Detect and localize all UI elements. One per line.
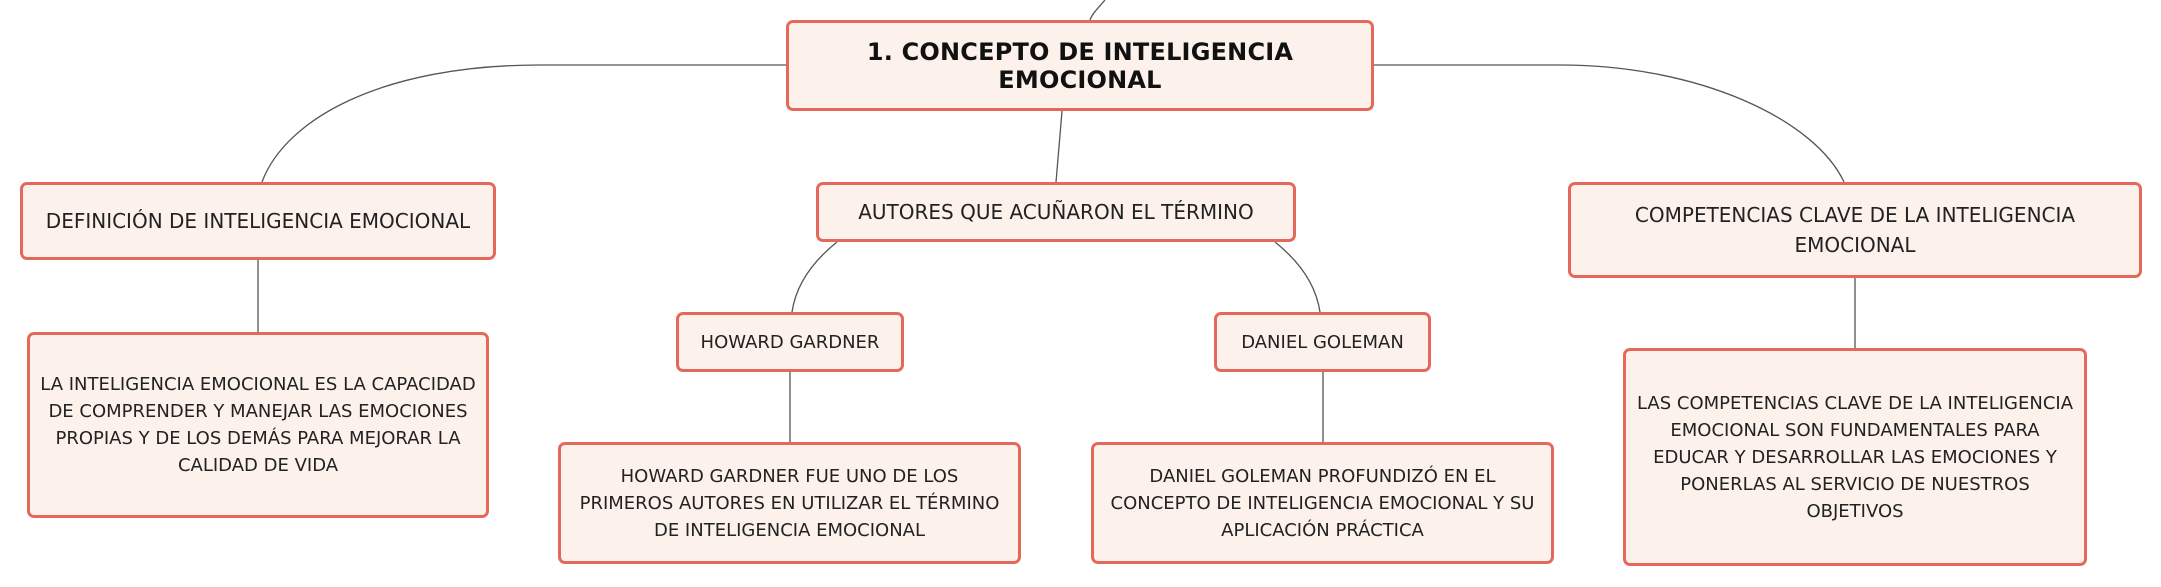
author-node-goleman[interactable]: DANIEL GOLEMAN	[1214, 312, 1431, 372]
branch-node-autores[interactable]: AUTORES QUE ACUÑARON EL TÉRMINO	[816, 182, 1296, 242]
detail-node-goleman[interactable]: DANIEL GOLEMAN PROFUNDIZÓ EN EL CONCEPTO…	[1091, 442, 1554, 564]
connector-root-competencias	[1374, 64, 1845, 183]
branch-label-competencias: COMPETENCIAS CLAVE DE LA INTELIGENCIA EM…	[1634, 203, 2076, 257]
detail-node-definicion[interactable]: LA INTELIGENCIA EMOCIONAL ES LA CAPACIDA…	[27, 332, 489, 518]
detail-node-competencias[interactable]: LAS COMPETENCIAS CLAVE DE LA INTELIGENCI…	[1623, 348, 2087, 566]
detail-text-competencias: LAS COMPETENCIAS CLAVE DE LA INTELIGENCI…	[1636, 392, 2074, 522]
connector-autores-gardner	[791, 241, 838, 313]
branch-node-definicion[interactable]: DEFINICIÓN DE INTELIGENCIA EMOCIONAL	[20, 182, 496, 260]
author-label-goleman: DANIEL GOLEMAN	[1241, 331, 1404, 353]
author-label-gardner: HOWARD GARDNER	[700, 331, 880, 353]
connector-root-definicion	[261, 64, 786, 183]
detail-node-gardner[interactable]: HOWARD GARDNER FUE UNO DE LOS PRIMEROS A…	[558, 442, 1021, 564]
connector-autores-goleman	[1274, 241, 1321, 313]
detail-text-gardner: HOWARD GARDNER FUE UNO DE LOS PRIMEROS A…	[579, 465, 1000, 541]
connector-root-parent	[1089, 0, 1106, 21]
branch-label-definicion: DEFINICIÓN DE INTELIGENCIA EMOCIONAL	[45, 209, 471, 233]
detail-text-definicion: LA INTELIGENCIA EMOCIONAL ES LA CAPACIDA…	[40, 374, 476, 476]
branch-node-competencias[interactable]: COMPETENCIAS CLAVE DE LA INTELIGENCIA EM…	[1568, 182, 2142, 278]
connector-root-autores	[1055, 110, 1063, 183]
detail-text-goleman: DANIEL GOLEMAN PROFUNDIZÓ EN EL CONCEPTO…	[1110, 465, 1535, 541]
author-node-gardner[interactable]: HOWARD GARDNER	[676, 312, 904, 372]
root-node[interactable]: 1. CONCEPTO DE INTELIGENCIA EMOCIONAL	[786, 20, 1374, 111]
branch-label-autores: AUTORES QUE ACUÑARON EL TÉRMINO	[858, 200, 1254, 224]
root-label: 1. CONCEPTO DE INTELIGENCIA EMOCIONAL	[866, 37, 1294, 94]
